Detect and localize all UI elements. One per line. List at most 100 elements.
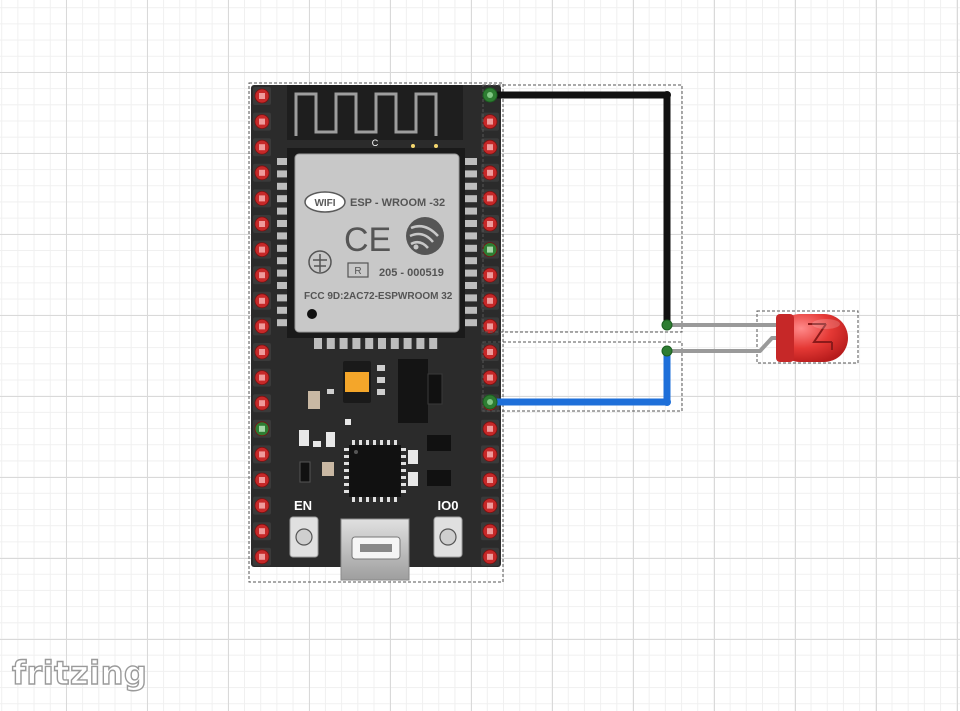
- en-button-label: EN: [294, 498, 312, 513]
- right-header-pin[interactable]: [481, 266, 499, 285]
- micro-usb-port[interactable]: [340, 518, 410, 581]
- left-header-pin[interactable]: [253, 317, 271, 336]
- module-label: ESP - WROOM -32: [350, 197, 445, 209]
- module-pad: [461, 220, 477, 227]
- io0-button-label: IO0: [438, 498, 459, 513]
- left-header-pin[interactable]: [253, 343, 271, 361]
- smd-pad: [377, 389, 385, 395]
- module-pad: [277, 306, 293, 314]
- right-header-pin[interactable]: [481, 189, 499, 208]
- right-header-pin[interactable]: [481, 215, 499, 233]
- module-pad: [277, 294, 293, 302]
- module-pad: [461, 294, 477, 302]
- svg-text:WIFI: WIFI: [314, 198, 335, 209]
- led-cathode-connector[interactable]: [661, 319, 673, 331]
- module-pad: [352, 334, 361, 349]
- left-header-pin[interactable]: [253, 87, 271, 105]
- module-pad: [461, 244, 477, 252]
- module-pad: [461, 195, 477, 203]
- right-header-pin[interactable]: [481, 445, 499, 464]
- module-pad: [461, 158, 477, 165]
- gnd-wire-path: [490, 91, 671, 325]
- fritzing-logo: fritzing: [11, 653, 148, 692]
- fcc-id: FCC 9D:2AC72-ESPWROOM 32: [304, 291, 453, 302]
- module-pad: [461, 306, 477, 314]
- right-header-pin[interactable]: [481, 368, 499, 387]
- module-pad: [390, 334, 399, 349]
- usb-uart-chip: [349, 445, 401, 497]
- module-pad: [461, 232, 477, 240]
- regulator-tab: [427, 373, 443, 405]
- led-die-icon: [808, 323, 833, 350]
- module-pad: [416, 334, 425, 349]
- led-anode-leg: [667, 336, 782, 353]
- right-header-pin[interactable]: [481, 471, 499, 489]
- right-header-pin[interactable]: [481, 291, 499, 310]
- esp32-board[interactable]: C WIFI ESP - WROOM -32 CE R: [248, 82, 504, 583]
- led-anode-connector[interactable]: [661, 345, 673, 357]
- smd-resistor: [308, 391, 320, 409]
- left-header-pin[interactable]: [253, 215, 271, 233]
- smd-part: [313, 441, 321, 447]
- module-pad: [461, 207, 477, 215]
- antenna-pad-2: [434, 144, 438, 148]
- telec-mark-icon: [308, 250, 332, 274]
- red-led[interactable]: [667, 310, 859, 364]
- smd-resistor: [322, 462, 334, 476]
- smd-pad: [377, 365, 385, 371]
- en-button[interactable]: [289, 516, 319, 558]
- led-flange: [776, 314, 794, 362]
- right-header-pin[interactable]: [481, 112, 499, 131]
- chip-pins: [344, 440, 406, 502]
- right-header-pin[interactable]: [481, 240, 499, 259]
- wire-bendpoint[interactable]: [663, 91, 671, 99]
- right-header-pin[interactable]: [481, 419, 499, 438]
- left-header-pin[interactable]: [253, 445, 271, 464]
- cert-number: 205 - 000519: [379, 267, 444, 279]
- gnd-wire[interactable]: [482, 84, 683, 333]
- transistor-q1: [427, 435, 451, 451]
- right-header-pin[interactable]: [481, 317, 499, 336]
- left-header-pin[interactable]: [253, 496, 271, 515]
- ce-mark: CE: [344, 221, 391, 259]
- led-selection-outline: [756, 310, 859, 364]
- transistor-q2: [427, 470, 451, 486]
- left-header-pin[interactable]: [253, 368, 271, 387]
- left-header-pin[interactable]: [253, 138, 271, 157]
- right-header-pin[interactable]: [481, 163, 499, 182]
- board-selection-outline: [248, 82, 504, 583]
- left-header-pin[interactable]: [253, 240, 271, 259]
- left-header-pin[interactable]: [253, 266, 271, 285]
- left-header-pin[interactable]: [253, 291, 271, 310]
- smd-led: [299, 430, 309, 446]
- left-header-pin[interactable]: [253, 189, 271, 208]
- left-header-pin[interactable]: [253, 163, 271, 182]
- wire-bendpoint[interactable]: [663, 398, 671, 406]
- left-header-pin[interactable]: [253, 394, 271, 413]
- left-header-pin[interactable]: [253, 471, 271, 489]
- antenna-trace: [294, 92, 438, 136]
- smd-pad: [327, 389, 334, 394]
- module-pad: [277, 232, 293, 240]
- signal-wire[interactable]: [482, 341, 683, 412]
- module-pad: [277, 207, 293, 215]
- module-pad: [277, 170, 293, 178]
- left-header-pin[interactable]: [253, 112, 271, 131]
- module-pad: [461, 269, 477, 277]
- right-header-pin[interactable]: [481, 138, 499, 157]
- module-pads: [277, 158, 477, 349]
- right-header-pin[interactable]: [481, 547, 499, 566]
- left-header-pin[interactable]: [253, 522, 271, 541]
- right-header-pin[interactable]: [481, 522, 499, 541]
- antenna-pad-1: [411, 144, 415, 148]
- io0-button[interactable]: [433, 516, 463, 558]
- module-pad: [326, 334, 335, 349]
- wifi-logo-icon: WIFI: [304, 191, 346, 213]
- module-pad: [403, 334, 412, 349]
- left-header-pin[interactable]: [253, 547, 271, 566]
- left-header-pin[interactable]: [253, 419, 271, 438]
- right-header-pin[interactable]: [481, 496, 499, 515]
- right-header-pin[interactable]: [481, 343, 499, 361]
- smd-part: [408, 472, 418, 486]
